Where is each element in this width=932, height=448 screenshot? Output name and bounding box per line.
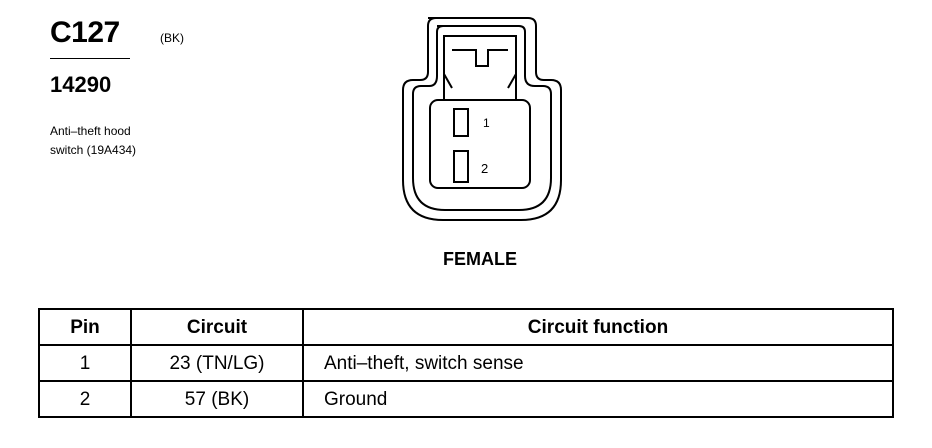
connector-description-line: switch (19A434) (50, 143, 137, 157)
latch-tab (452, 49, 508, 67)
connector-description-line: Anti–theft hood (50, 124, 131, 138)
table-header-row: Pin Circuit Circuit function (38, 308, 894, 346)
pin-label-1: 1 (483, 116, 490, 130)
pin-slot-2 (453, 150, 469, 183)
connector-description: Anti–theft hood switch (19A434) (50, 122, 230, 160)
connector-part-number: 14290 (50, 72, 112, 97)
cell-circuit-function: Anti–theft, switch sense (302, 344, 894, 382)
header-circuit: Circuit (130, 308, 304, 346)
connector-id-underline (50, 58, 130, 59)
table-row: 2 57 (BK) Ground (38, 380, 894, 418)
cell-circuit: 57 (BK) (130, 380, 304, 418)
cell-pin: 1 (38, 344, 132, 382)
view-label: FEMALE (443, 249, 517, 269)
pin-label-2: 2 (481, 161, 488, 176)
latch-housing (443, 35, 517, 101)
connector-color-code: (BK) (160, 31, 184, 45)
latch-arm (443, 73, 517, 89)
pin-table: Pin Circuit Circuit function 1 23 (TN/LG… (38, 308, 894, 418)
connector-id: C127 (50, 16, 120, 49)
connector-inner-shell (412, 25, 552, 211)
connector-face-diagram: 1 2 (402, 17, 562, 221)
cell-circuit: 23 (TN/LG) (130, 344, 304, 382)
header-pin: Pin (38, 308, 132, 346)
table-row: 1 23 (TN/LG) Anti–theft, switch sense (38, 344, 894, 382)
header-circuit-function: Circuit function (302, 308, 894, 346)
pin-slot-1 (453, 108, 469, 137)
connector-outer-shell (402, 17, 562, 221)
pin-cavity-block (429, 99, 531, 189)
cell-pin: 2 (38, 380, 132, 418)
cell-circuit-function: Ground (302, 380, 894, 418)
